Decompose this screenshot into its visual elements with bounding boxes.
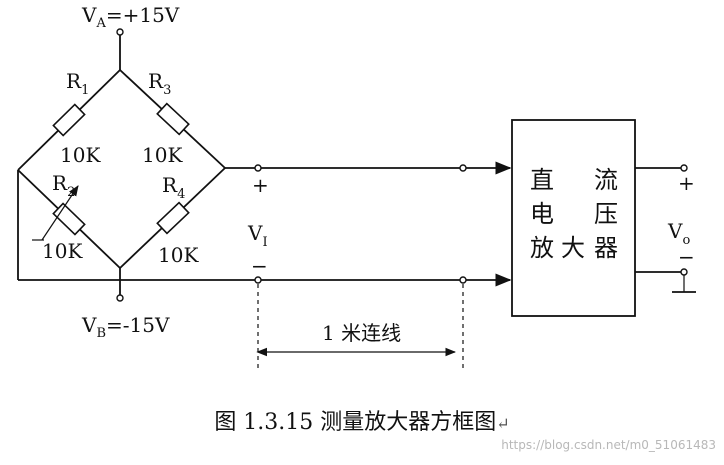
- r2-value: 10K: [42, 239, 83, 263]
- caption-text: 图 1.3.15 测量放大器方框图: [214, 410, 497, 435]
- r3-resistor: [156, 102, 190, 136]
- r1-label: R1: [66, 69, 89, 98]
- amp-char-5: 流: [594, 166, 618, 194]
- amp-char-4: 大: [561, 234, 585, 262]
- va-label: VA=+15V: [81, 3, 180, 31]
- vb-label: VB=-15V: [81, 313, 170, 341]
- amp-char-3: 放: [530, 234, 554, 262]
- lower-cable-end-terminal: [459, 276, 467, 284]
- r1-value: 10K: [60, 143, 101, 167]
- r2-wiper-arrow: [41, 185, 79, 241]
- vo-plus-terminal: [680, 164, 688, 172]
- measurement-amplifier-diagram: VA=+15V VB=-15V R1 10K R2 10K R3 10K R4 …: [17, 3, 696, 368]
- r4-resistor: [156, 201, 190, 235]
- upper-cable-end-terminal: [459, 164, 467, 172]
- vo-minus-terminal: [680, 268, 688, 276]
- r4-label: R4: [162, 173, 185, 202]
- figure-caption: 图 1.3.15 测量放大器方框图↵: [0, 404, 724, 436]
- vo-minus-sign: −: [678, 245, 695, 269]
- r2-resistor: [52, 202, 86, 236]
- va-terminal: [116, 28, 124, 36]
- r3-value: 10K: [142, 143, 183, 167]
- return-mark: ↵: [496, 414, 510, 433]
- r3-label: R3: [148, 69, 171, 98]
- r2-label: R2: [52, 171, 75, 200]
- amp-char-6: 压: [594, 200, 618, 228]
- vo-label: Vo: [667, 219, 690, 248]
- dc-voltage-amplifier-box: [511, 119, 636, 317]
- vb-terminal: [116, 294, 124, 302]
- r1-resistor: [52, 103, 86, 137]
- vi-plus-terminal: [254, 164, 262, 172]
- amp-char-2: 电: [530, 200, 554, 228]
- amp-char-7: 器: [594, 234, 618, 262]
- amp-char-1: 直: [530, 166, 554, 194]
- vi-label: VI: [247, 221, 268, 250]
- vo-plus-sign: +: [678, 171, 695, 195]
- r4-value: 10K: [158, 243, 199, 267]
- watermark-url: https://blog.csdn.net/m0_51061483: [501, 438, 716, 452]
- vi-plus-sign: +: [252, 173, 269, 197]
- cable-label: 1 米连线: [322, 321, 401, 345]
- vi-minus-sign: −: [251, 254, 268, 278]
